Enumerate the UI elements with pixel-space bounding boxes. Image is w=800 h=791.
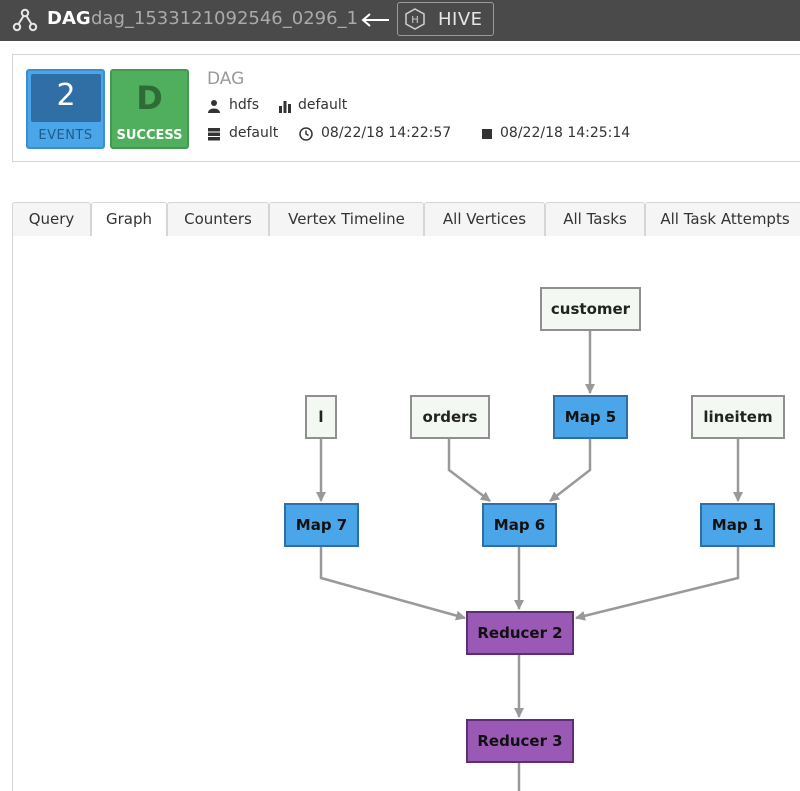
start-time: 08/22/18 14:22:57 [321,125,452,141]
edge-orders-map6 [447,439,491,502]
hive-hexagon-icon: H [405,8,425,30]
edge-map1-reducer2 [575,547,740,621]
vertex-map-5[interactable]: Map 5 [553,395,628,439]
vertex-reducer-3[interactable]: Reducer 3 [466,719,574,763]
queue-info: default [278,97,418,117]
dag-icon [12,8,38,32]
vertex-customer[interactable]: customer [540,287,641,331]
database-icon [208,128,220,141]
status-tile: D SUCCESS [110,69,189,149]
top-bar: DAG dag_1533121092546_0296_1 H HIVE [0,0,800,41]
end-time: 08/22/18 14:25:14 [500,125,631,141]
events-count: 2 [56,78,76,113]
edge-map5-map6 [549,439,592,502]
vertex-map-6[interactable]: Map 6 [482,503,557,547]
queue-name: default [298,97,348,113]
vertex-orders[interactable]: orders [410,395,490,439]
page-title: DAG [47,8,91,29]
hive-badge-label: HIVE [438,9,483,30]
stop-icon [482,129,492,139]
start-time-info: 08/22/18 14:22:57 [299,125,479,145]
clock-icon [299,127,313,141]
events-tile[interactable]: 2 EVENTS [26,69,105,149]
tab-query[interactable]: Query [12,202,91,237]
database-info: default [207,125,307,145]
vertex-reducer-2[interactable]: Reducer 2 [466,611,574,655]
tab-graph[interactable]: Graph [91,202,167,237]
svg-text:H: H [411,15,419,26]
vertex-map-7[interactable]: Map 7 [284,503,359,547]
bar-chart-icon [279,101,291,113]
entity-type-label: DAG [207,69,245,89]
vertex-l[interactable]: l [305,395,337,439]
dag-summary: 2 EVENTS D SUCCESS DAG hdfs default defa… [12,54,800,162]
hive-query-link[interactable]: H HIVE [397,2,494,36]
tab-bar: Query Graph Counters Vertex Timeline All… [12,202,800,237]
database-name: default [229,125,279,141]
user-name: hdfs [229,97,259,113]
dag-id: dag_1533121092546_0296_1 [91,8,359,29]
tab-all-vertices[interactable]: All Vertices [424,202,545,237]
tab-vertex-timeline[interactable]: Vertex Timeline [269,202,424,237]
edge-map7-reducer2 [319,547,466,621]
vertex-map-1[interactable]: Map 1 [700,503,775,547]
tab-all-tasks[interactable]: All Tasks [545,202,645,237]
events-count-box: 2 [31,74,101,122]
graph-panel [12,236,800,791]
arrow-left-icon [361,13,389,27]
status-letter: D [136,79,163,117]
user-info: hdfs [207,97,367,117]
user-icon [208,100,220,113]
end-time-info: 08/22/18 14:25:14 [480,125,660,145]
status-label: SUCCESS [116,128,183,143]
vertex-lineitem[interactable]: lineitem [691,395,785,439]
events-label: EVENTS [38,128,93,143]
